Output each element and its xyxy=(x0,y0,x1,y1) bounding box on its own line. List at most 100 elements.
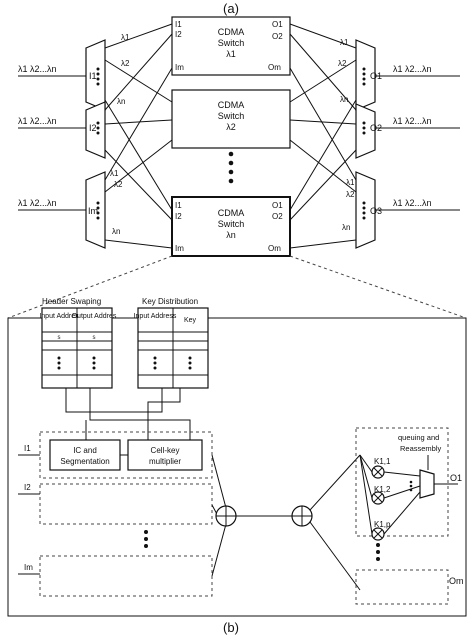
demux-label-1: I1 xyxy=(89,71,97,81)
input-wavelengths-2: λ1 λ2...λn xyxy=(18,116,57,126)
switch-3-lambda: λn xyxy=(226,230,236,240)
output-wavelengths-1: λ1 λ2...λn xyxy=(393,64,432,74)
hs-r1c1: s xyxy=(58,335,61,341)
output-wavelengths-2: λ1 λ2...λn xyxy=(393,116,432,126)
input-group-3: λ1 λ2...λn Im xyxy=(18,171,106,249)
mux-dots xyxy=(362,67,366,220)
mux-3 xyxy=(355,171,376,249)
input-wavelengths-3: λ1 λ2...λn xyxy=(18,198,57,208)
switch-1-port-im: Im xyxy=(175,63,184,72)
zoom-lines xyxy=(7,255,467,319)
queue-label-2: Reassembly xyxy=(400,444,442,453)
b-output-dots xyxy=(376,543,380,561)
cellkey-label-1: Cell-key xyxy=(151,446,180,455)
switch-1-lambda: λ1 xyxy=(226,49,236,59)
key-k12: K1,2 xyxy=(374,485,391,494)
detail-frame xyxy=(7,317,467,617)
output-wavelengths-3: λ1 λ2...λn xyxy=(393,198,432,208)
lambda-l2-b: λ2 xyxy=(114,180,123,189)
lambda-r1-b: λ1 xyxy=(346,178,355,187)
key-k1p: K1,p xyxy=(374,520,391,529)
label-b: (b) xyxy=(223,620,239,635)
switch-1: CDMA Switch λ1 I1 I2 Im O1 O2 Om xyxy=(171,16,291,76)
input-wavelengths-1: λ1 λ2...λn xyxy=(18,64,57,74)
demux-dots xyxy=(96,67,100,220)
switch-1-port-o1: O1 xyxy=(272,20,283,29)
output-group-3: O3 λ1 λ2...λn xyxy=(355,171,460,249)
lambda-l1-b: λ1 xyxy=(110,169,119,178)
b-input-im: Im xyxy=(24,563,33,572)
im-block: Im xyxy=(18,555,213,597)
switch-3-sub: Switch xyxy=(218,219,245,229)
demux-3 xyxy=(85,171,106,249)
switch-3-port-im: Im xyxy=(175,244,184,253)
left-lambda-labels: λ1 λ2 λn λ1 λ2 λn xyxy=(110,33,130,236)
mux-label-3: O3 xyxy=(370,206,382,216)
switch-2: CDMA Switch λ2 xyxy=(171,89,291,149)
control-arrows xyxy=(65,388,191,440)
switch-3-port-i1: I1 xyxy=(175,201,182,210)
left-crossing-links xyxy=(104,23,173,249)
switch-1-port-i2: I2 xyxy=(175,30,182,39)
lambda-l2: λ2 xyxy=(121,59,130,68)
queue-label-1: queuing and xyxy=(398,433,439,442)
header-swaping-title: Header Swaping xyxy=(42,297,101,306)
input-group-2: λ1 λ2...λn I2 xyxy=(18,101,106,159)
switch-3-port-om: Om xyxy=(268,244,281,253)
kd-col1: Input Address xyxy=(134,313,177,320)
switch-3-title: CDMA xyxy=(218,208,245,218)
lambda-r2: λ2 xyxy=(338,59,347,68)
i1-block: IC and Segmentation Cell-key multiplier … xyxy=(18,431,213,479)
switch-2-sub: Switch xyxy=(218,111,245,121)
hs-col1: Input Addres xyxy=(39,313,79,320)
output-o1-block: K1,1 K1,2 K1,p queuing and Reassembly O1 xyxy=(355,427,462,541)
right-lambda-labels: λ1 λ2 λn λ1 λ2 λn xyxy=(338,38,355,232)
switch-dots xyxy=(228,151,234,184)
lambda-rn: λn xyxy=(340,95,348,104)
combiner-right xyxy=(291,454,361,591)
lambda-r2-b: λ2 xyxy=(346,190,355,199)
cell-key-multiplier-block xyxy=(127,439,203,471)
b-output-om: Om xyxy=(449,576,464,586)
output-group-2: O2 λ1 λ2...λn xyxy=(355,103,460,159)
kd-col2: Key xyxy=(184,317,197,324)
b-input-i1: I1 xyxy=(24,444,31,453)
key-k11: K1,1 xyxy=(374,457,391,466)
ic-segmentation-label-2: Segmentation xyxy=(60,457,109,466)
demux-label-2: I2 xyxy=(89,123,97,133)
switch-2-title: CDMA xyxy=(218,100,245,110)
b-output-o1: O1 xyxy=(450,473,462,483)
output-om-block: Om xyxy=(355,569,464,605)
switch-3-port-o2: O2 xyxy=(272,212,283,221)
hs-r1c2: s xyxy=(93,335,96,341)
b-input-i2: I2 xyxy=(24,483,31,492)
demux-2 xyxy=(85,101,106,159)
cellkey-label-2: multiplier xyxy=(149,457,181,466)
b-input-dots xyxy=(144,530,148,548)
switch-1-sub: Switch xyxy=(218,38,245,48)
switch-1-port-i1: I1 xyxy=(175,20,182,29)
switch-3: CDMA Switch λn I1 I2 Im O1 O2 Om xyxy=(171,196,291,257)
switch-1-port-o2: O2 xyxy=(272,32,283,41)
switch-2-lambda: λ2 xyxy=(226,122,236,132)
mux-1 xyxy=(355,39,376,111)
output-group-1: O1 λ1 λ2...λn xyxy=(355,39,460,111)
lambda-ln: λn xyxy=(117,97,125,106)
header-swaping-table: Header Swaping Input Addres Output Addre… xyxy=(39,297,117,389)
lambda-rn-b: λn xyxy=(342,223,350,232)
ic-segmentation-block xyxy=(49,439,121,471)
label-a: (a) xyxy=(223,1,239,16)
key-distribution-table: Key Distribution Input Address Key xyxy=(134,297,209,389)
lambda-r1: λ1 xyxy=(340,38,349,47)
input-group-1: λ1 λ2...λn I1 xyxy=(18,39,106,111)
lambda-ln-b: λn xyxy=(112,227,120,236)
combiner-left xyxy=(211,454,237,577)
mux-2 xyxy=(355,103,376,159)
lambda-l1: λ1 xyxy=(121,33,130,42)
switch-1-port-om: Om xyxy=(268,63,281,72)
right-crossing-links xyxy=(289,23,357,249)
hs-col2: Output Addres xyxy=(72,313,117,320)
key-distribution-title: Key Distribution xyxy=(142,297,198,306)
ic-segmentation-label-1: IC and xyxy=(73,446,97,455)
switch-1-title: CDMA xyxy=(218,27,245,37)
